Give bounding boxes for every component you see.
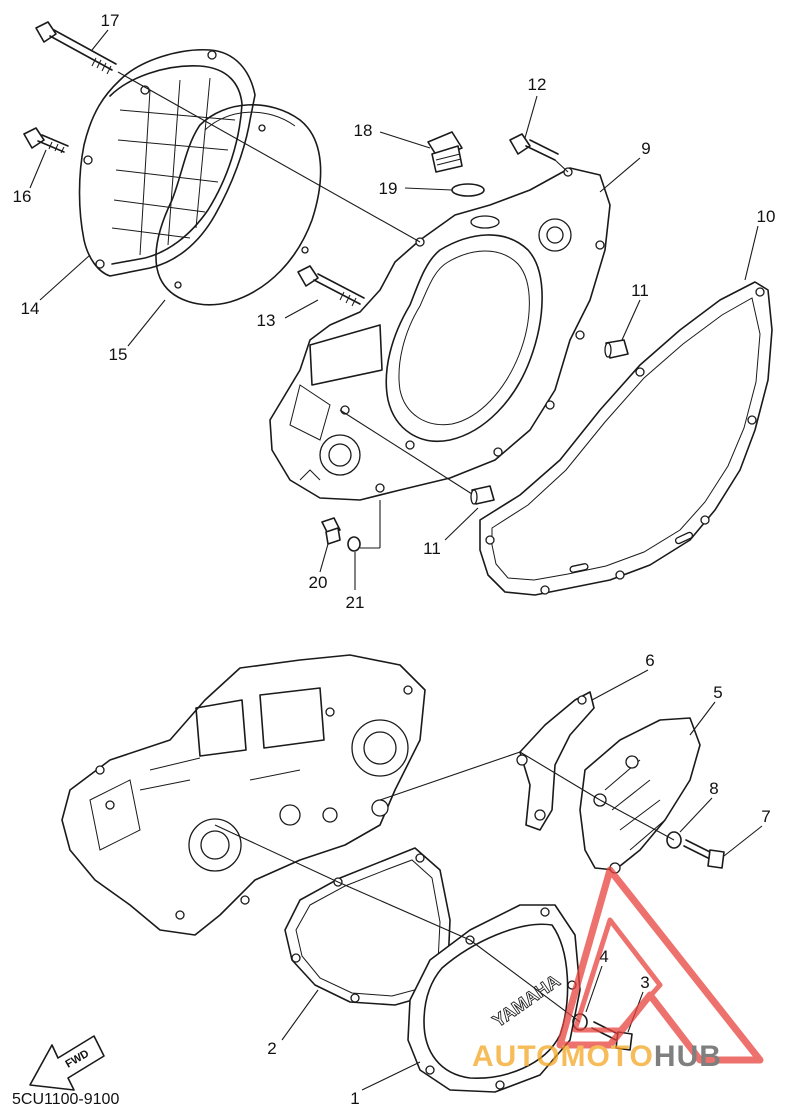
callout-15: 15	[109, 345, 128, 364]
part-10-gasket	[479, 281, 773, 596]
callout-11-upper: 11	[631, 281, 649, 300]
callout-1: 1	[350, 1089, 359, 1108]
callout-17: 17	[101, 11, 120, 30]
part-11-dowel-lower	[470, 485, 495, 505]
fwd-arrow: FWD	[29, 1035, 105, 1091]
watermark: AUTOMOTOHUB	[472, 866, 764, 1073]
callout-3: 3	[640, 973, 649, 992]
callout-20: 20	[309, 573, 328, 592]
alignment-lines-top	[117, 71, 569, 549]
callout-16: 16	[13, 187, 32, 206]
callout-2: 2	[267, 1039, 276, 1058]
part-9-crankcase-cover	[269, 167, 611, 501]
callout-10: 10	[757, 207, 776, 226]
part-6-bracket	[516, 691, 595, 831]
callout-leaders	[29, 29, 763, 1091]
callout-13: 13	[257, 311, 276, 330]
part-16-bolt	[23, 127, 69, 154]
part-18-filler-cap	[427, 131, 463, 173]
watermark-text: AUTOMOTOHUB	[472, 1040, 722, 1073]
part-20-drain-bolt	[321, 517, 341, 545]
callout-9: 9	[641, 139, 650, 158]
watermark-text-part2: HUB	[654, 1040, 722, 1073]
part-1-magneto-cover: YAMAHA	[407, 904, 581, 1093]
part-7-bolt	[683, 839, 725, 869]
callout-11-lower: 11	[423, 539, 441, 558]
part-5-sprocket-guard	[579, 717, 701, 874]
part-19-oring	[451, 183, 485, 197]
part-11-dowel-upper	[604, 339, 629, 359]
alignment-lines-bottom	[214, 751, 675, 1023]
part-12-bolt	[509, 133, 559, 161]
watermark-text-part1: AUTOMOTO	[472, 1040, 654, 1073]
callout-18: 18	[354, 121, 373, 140]
crankcase-reference	[61, 654, 426, 936]
part-21-washer	[347, 536, 361, 552]
part-code: 5CU1100-9100	[12, 1091, 119, 1108]
callout-21: 21	[346, 593, 365, 612]
callout-14: 14	[21, 299, 40, 318]
callout-5: 5	[713, 683, 722, 702]
callout-4: 4	[599, 947, 608, 966]
part-8-washer	[666, 831, 682, 849]
part-13-bolt	[297, 265, 365, 307]
callout-19: 19	[379, 179, 398, 198]
callout-7: 7	[761, 807, 770, 826]
part-14-clutch-cover	[78, 48, 256, 277]
part-17-bolt	[35, 21, 117, 75]
callout-8: 8	[709, 779, 718, 798]
callout-6: 6	[645, 651, 654, 670]
callout-labels: 17 16 14 15 13 18 19 12 9 10 11 11 20 21…	[13, 11, 776, 1108]
callout-12: 12	[528, 75, 547, 94]
part-15-oring	[155, 103, 322, 306]
